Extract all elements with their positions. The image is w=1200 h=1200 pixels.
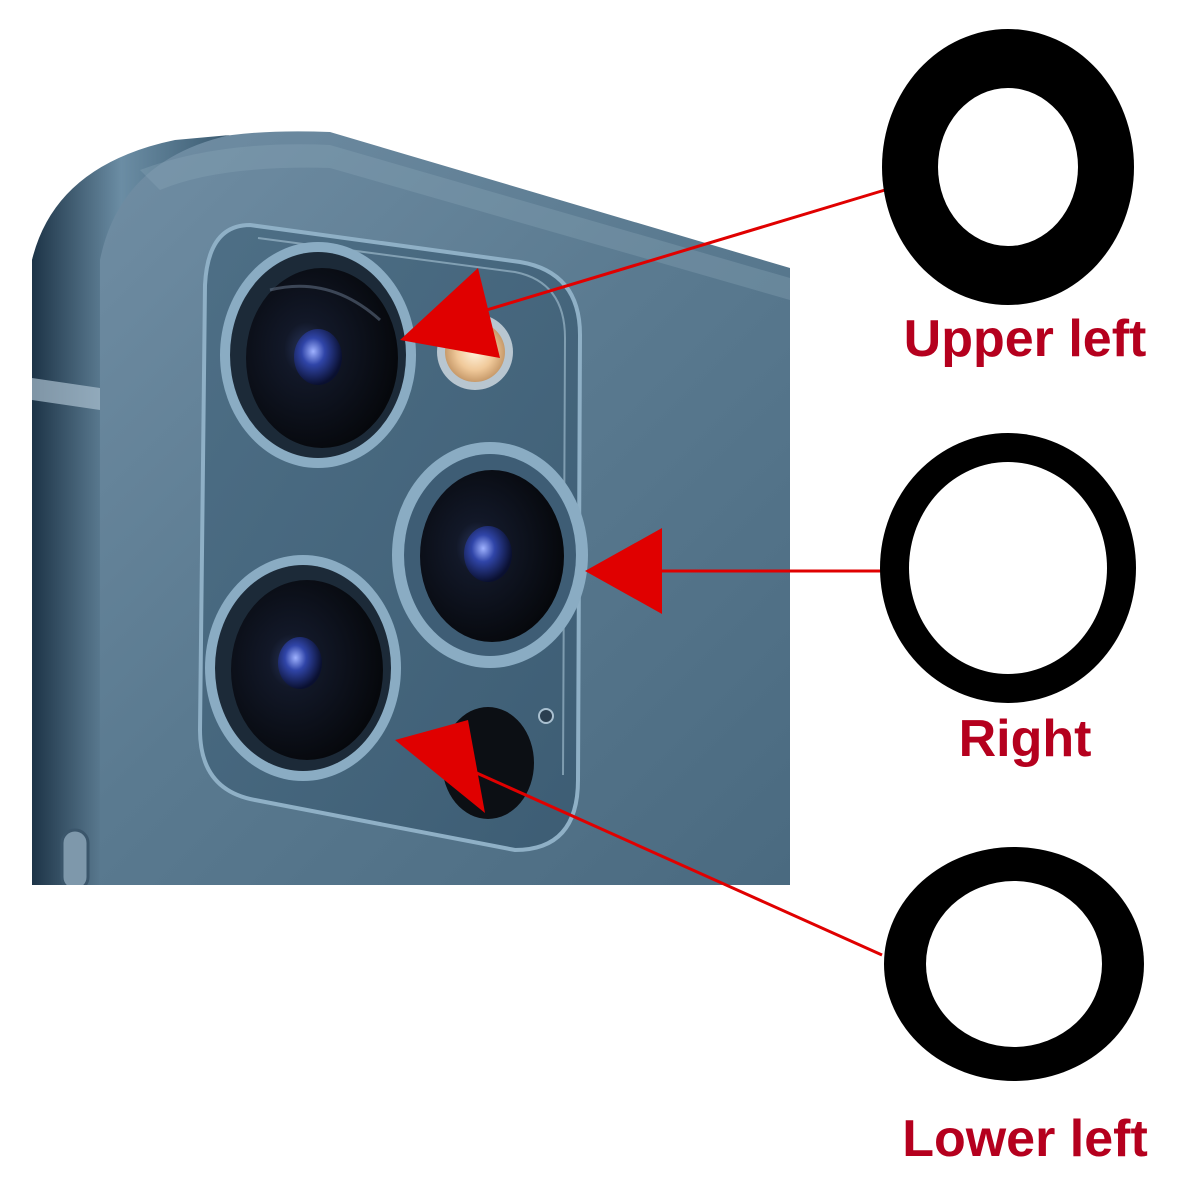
pointer-arrows [395, 188, 886, 957]
phone-camera-module-image [32, 131, 790, 885]
lower-left-arrow-icon [395, 720, 883, 957]
right-arrow-icon [585, 528, 882, 614]
right-lens [392, 442, 588, 668]
upper-left-label: Upper left [903, 310, 1147, 368]
upper-left-lens [220, 242, 416, 468]
lower-left-label: Lower left [902, 1110, 1148, 1168]
lens-ring-icon [880, 433, 1136, 703]
lower-left-lens [205, 555, 401, 781]
lens-ring-icon [882, 29, 1134, 305]
microphone-hole [538, 708, 554, 724]
right-label: Right [958, 710, 1092, 768]
upper-left-arrow-icon [400, 188, 886, 358]
lens-ring-icon [884, 847, 1144, 1081]
